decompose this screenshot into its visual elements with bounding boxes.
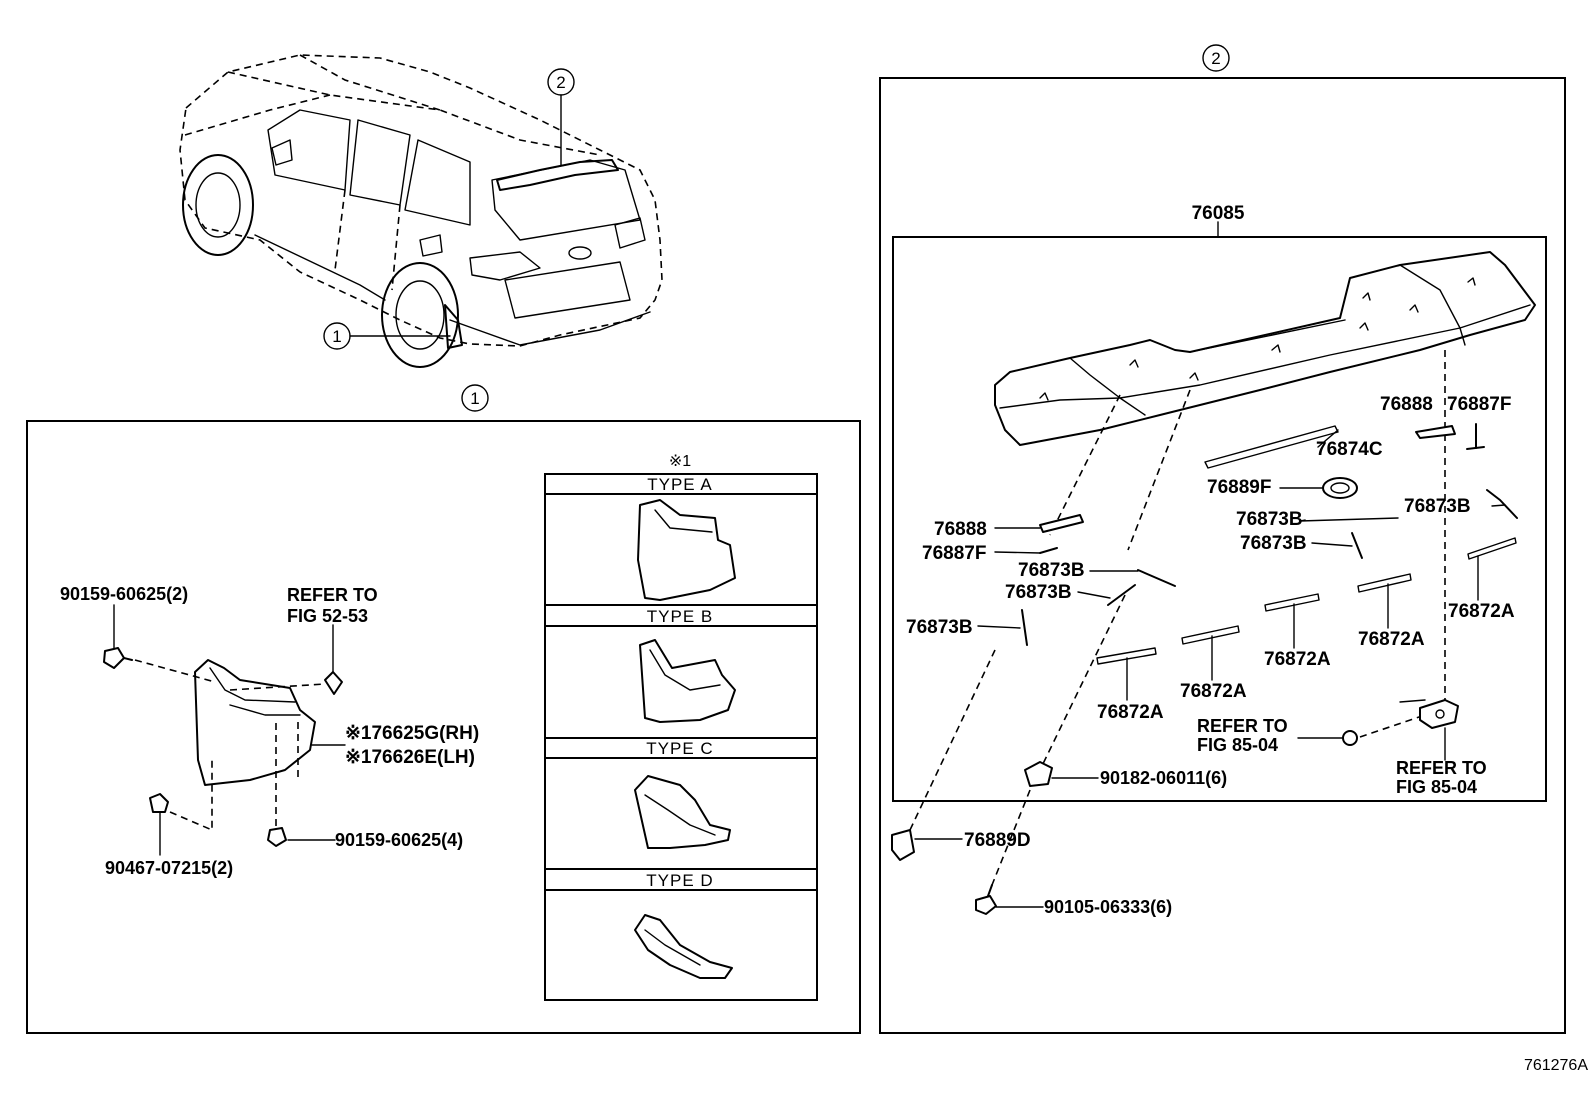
spoiler-small-parts bbox=[891, 423, 1518, 915]
leader-lines bbox=[914, 429, 1506, 908]
mudguard-main bbox=[194, 659, 316, 786]
spoiler-illustration bbox=[994, 251, 1536, 446]
label-fig-52-53: FIG 52-53 bbox=[287, 606, 368, 626]
mudguard-assembly bbox=[103, 604, 346, 856]
type-table: ※1 TYPE A TYPE B TYPE C TYPE D bbox=[544, 453, 818, 1001]
label-90182-06011-6: 90182-06011(6) bbox=[1100, 768, 1227, 788]
mudguard-type-d bbox=[634, 914, 733, 979]
label-refer-to-b: REFER TO bbox=[1396, 758, 1487, 778]
label-76888-left: 76888 bbox=[934, 519, 987, 540]
callout-section-2: 2 bbox=[1202, 44, 1230, 72]
label-76887f-top: 76887F bbox=[1447, 394, 1511, 415]
callout-car-2: 2 bbox=[547, 68, 575, 166]
mudguard-type-a bbox=[637, 499, 736, 601]
label-76085: 76085 bbox=[1192, 203, 1245, 224]
label-76872a-2: 76872A bbox=[1264, 649, 1331, 670]
label-90105-06333-6: 90105-06333(6) bbox=[1044, 897, 1172, 917]
callout-section-1: 1 bbox=[461, 384, 489, 412]
vehicle-illustration bbox=[179, 54, 663, 368]
label-76873b-b: 76873B bbox=[1005, 582, 1072, 603]
label-90467-07215-2: 90467-07215(2) bbox=[105, 858, 233, 878]
label-76889f: 76889F bbox=[1207, 477, 1271, 498]
section-2-frame bbox=[879, 77, 1566, 1034]
callout-car-1: 1 bbox=[323, 322, 451, 350]
clip-bottom bbox=[149, 793, 169, 813]
label-90159-60625-4: 90159-60625(4) bbox=[335, 830, 463, 850]
label-76873b-mid2: 76873B bbox=[1240, 533, 1307, 554]
label-76889d: 76889D bbox=[964, 830, 1031, 851]
bolt-top bbox=[103, 647, 133, 669]
label-fig-85-04-b: FIG 85-04 bbox=[1396, 777, 1477, 797]
label-refer-to-a: REFER TO bbox=[1197, 716, 1288, 736]
label-76873b-c: 76873B bbox=[906, 617, 973, 638]
label-76872a-1: 76872A bbox=[1358, 629, 1425, 650]
label-76872a-3: 76872A bbox=[1180, 681, 1247, 702]
mudguard-type-c bbox=[634, 775, 731, 849]
mudguard-type-b bbox=[639, 639, 736, 723]
label-76873b-a: 76873B bbox=[1018, 560, 1085, 581]
svg-text:2: 2 bbox=[556, 73, 565, 92]
svg-text:2: 2 bbox=[1211, 49, 1220, 68]
label-176626e-lh: ※176626E(LH) bbox=[345, 747, 475, 768]
clip-refer-52-53 bbox=[324, 671, 343, 695]
label-176625g-rh: ※176625G(RH) bbox=[345, 723, 479, 744]
type-d-label: TYPE D bbox=[646, 871, 713, 890]
label-fig-85-04-a: FIG 85-04 bbox=[1197, 735, 1278, 755]
label-76872a-4: 76872A bbox=[1097, 702, 1164, 723]
section-1-frame bbox=[26, 420, 861, 1034]
label-76888-top: 76888 bbox=[1380, 394, 1433, 415]
label-76873b-mid1: 76873B bbox=[1236, 509, 1303, 530]
type-c-label: TYPE C bbox=[646, 739, 713, 758]
label-76872a-right: 76872A bbox=[1448, 601, 1515, 622]
svg-text:1: 1 bbox=[332, 327, 341, 346]
spoiler-subassembly-frame bbox=[892, 236, 1547, 802]
label-76874c: 76874C bbox=[1316, 439, 1383, 460]
svg-text:1: 1 bbox=[470, 389, 479, 408]
note-mark: ※1 bbox=[669, 453, 691, 470]
label-90159-60625-2: 90159-60625(2) bbox=[60, 584, 188, 604]
bolt-bottom bbox=[267, 827, 287, 847]
label-76887f-left: 76887F bbox=[922, 543, 986, 564]
figure-id: 761276A bbox=[1524, 1057, 1588, 1074]
type-a-label: TYPE A bbox=[647, 475, 713, 494]
type-b-label: TYPE B bbox=[647, 607, 713, 626]
label-refer-to-1: REFER TO bbox=[287, 585, 378, 605]
label-76873b-right: 76873B bbox=[1404, 496, 1471, 517]
